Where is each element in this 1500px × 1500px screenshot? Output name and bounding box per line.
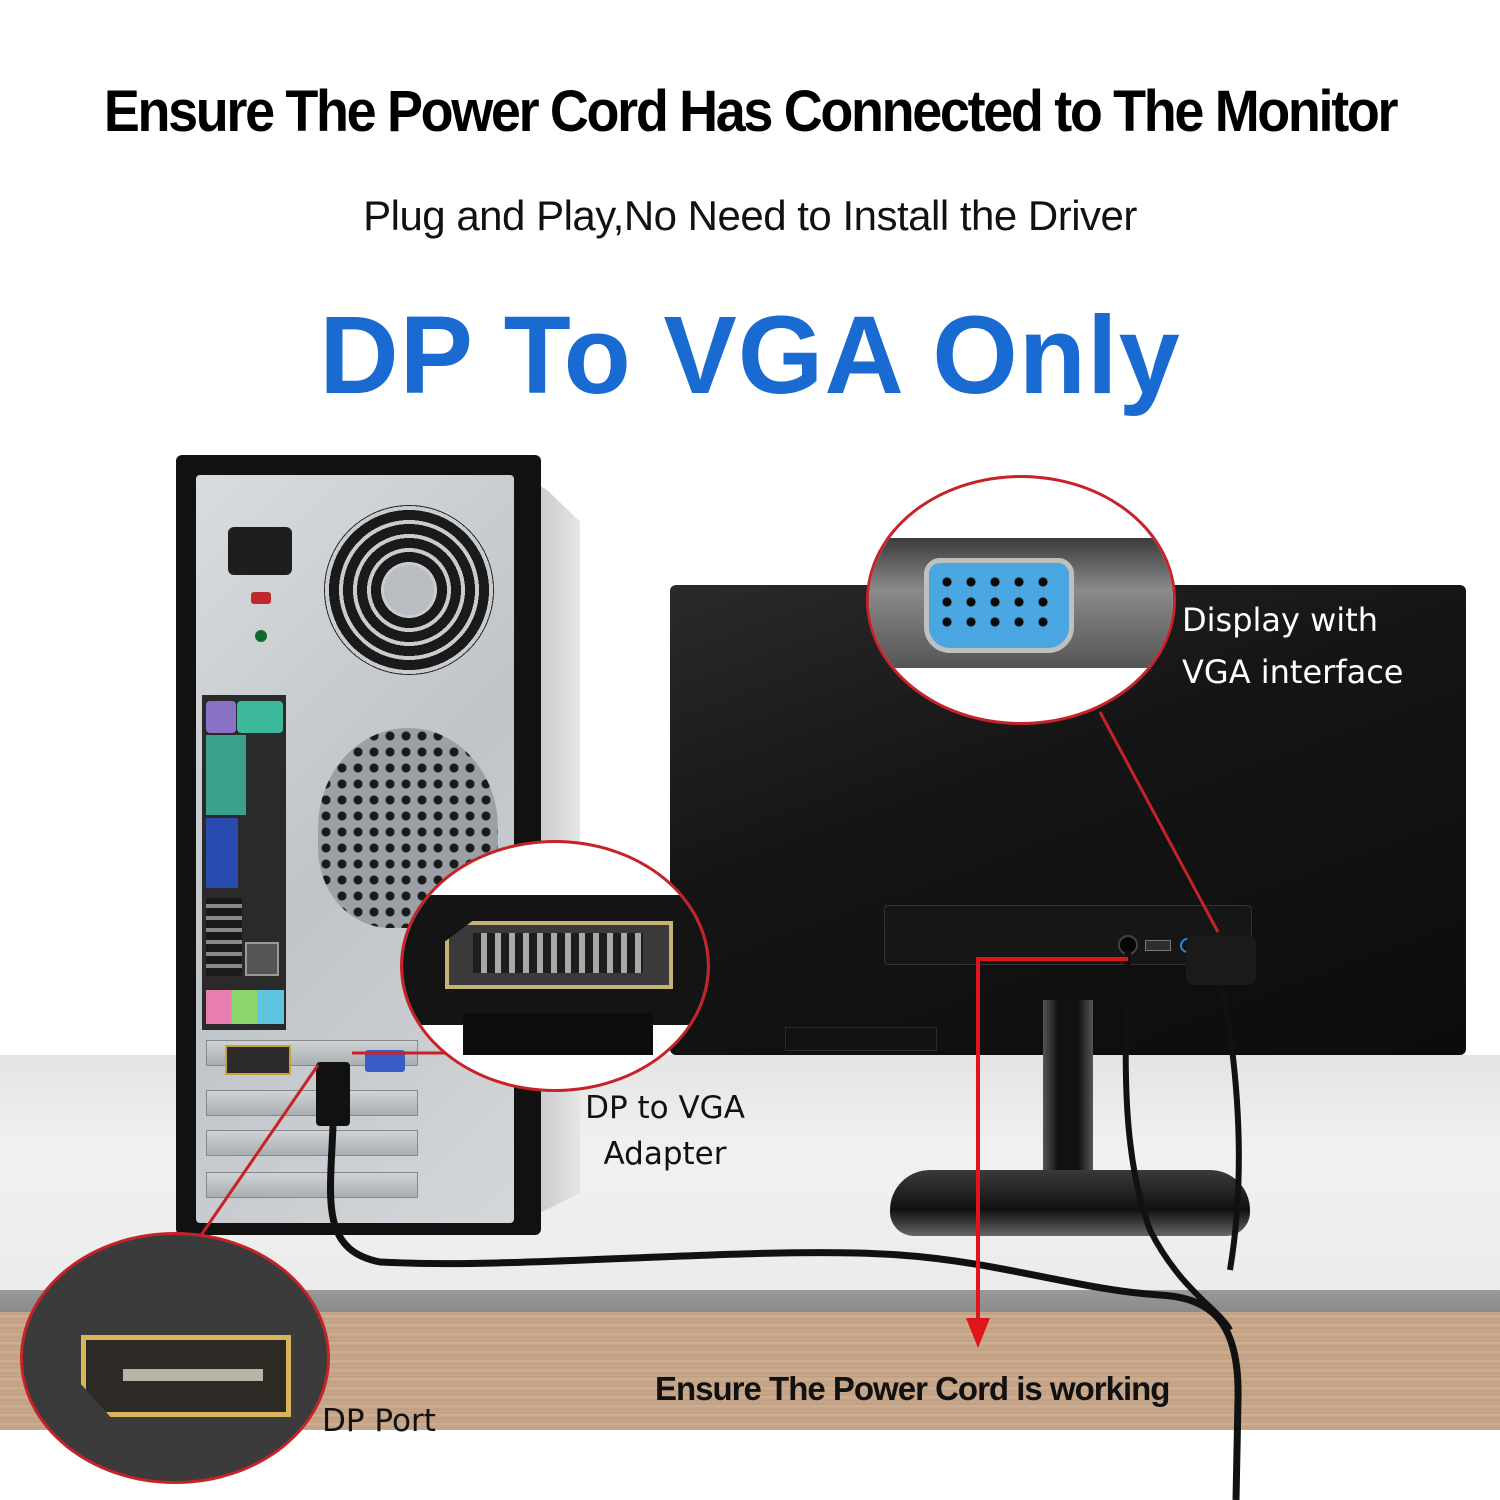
monitor-hdmi-port-icon	[1145, 940, 1171, 951]
ethernet-port-icon	[245, 942, 279, 976]
voltage-switch-icon	[251, 592, 271, 604]
subheadline: Plug and Play,No Need to Install the Dri…	[363, 192, 1137, 239]
monitor-stand-base	[890, 1170, 1250, 1236]
vga-cable-plug	[1186, 935, 1256, 985]
fan-hub	[384, 565, 434, 615]
adapter-label-line1: DP to VGA	[585, 1090, 745, 1126]
display-label-line2: VGA interface	[1182, 653, 1404, 691]
monitor-control-buttons	[785, 1027, 937, 1051]
dp-port-label: DP Port	[322, 1403, 436, 1439]
dp-port-callout	[20, 1232, 330, 1484]
power-socket-icon	[228, 527, 292, 575]
display-label-line1: Display with	[1182, 601, 1379, 639]
expansion-slot	[206, 1130, 418, 1156]
ps2-mouse-port-icon	[206, 701, 236, 733]
ps2-keyboard-port-icon	[237, 701, 283, 733]
headline: Ensure The Power Cord Has Connected to T…	[103, 79, 1399, 144]
monitor-power-port-icon	[1118, 935, 1138, 955]
usb-ports-icon	[206, 898, 242, 976]
card-vga-port-icon	[365, 1050, 405, 1072]
expansion-slot	[206, 1172, 418, 1198]
adapter-label: DP to VGA Adapter	[582, 1085, 748, 1177]
adapter-label-line2: Adapter	[603, 1136, 727, 1172]
vga-port-callout	[866, 475, 1176, 725]
serial-port-icon	[206, 735, 246, 815]
display-vga-label: Display with VGA interface	[1182, 594, 1403, 698]
expansion-slot	[206, 1090, 418, 1116]
audio-jacks-icon	[206, 990, 284, 1024]
dp-adapter-plug	[316, 1062, 350, 1126]
dvi-port-icon	[225, 1045, 291, 1075]
onboard-vga-port-icon	[206, 818, 238, 888]
product-title: DP To VGA Only	[319, 294, 1181, 417]
power-cord-label: Ensure The Power Cord is working	[655, 1370, 1170, 1407]
psu-led-icon	[255, 630, 267, 642]
dp-adapter-callout	[400, 840, 710, 1092]
